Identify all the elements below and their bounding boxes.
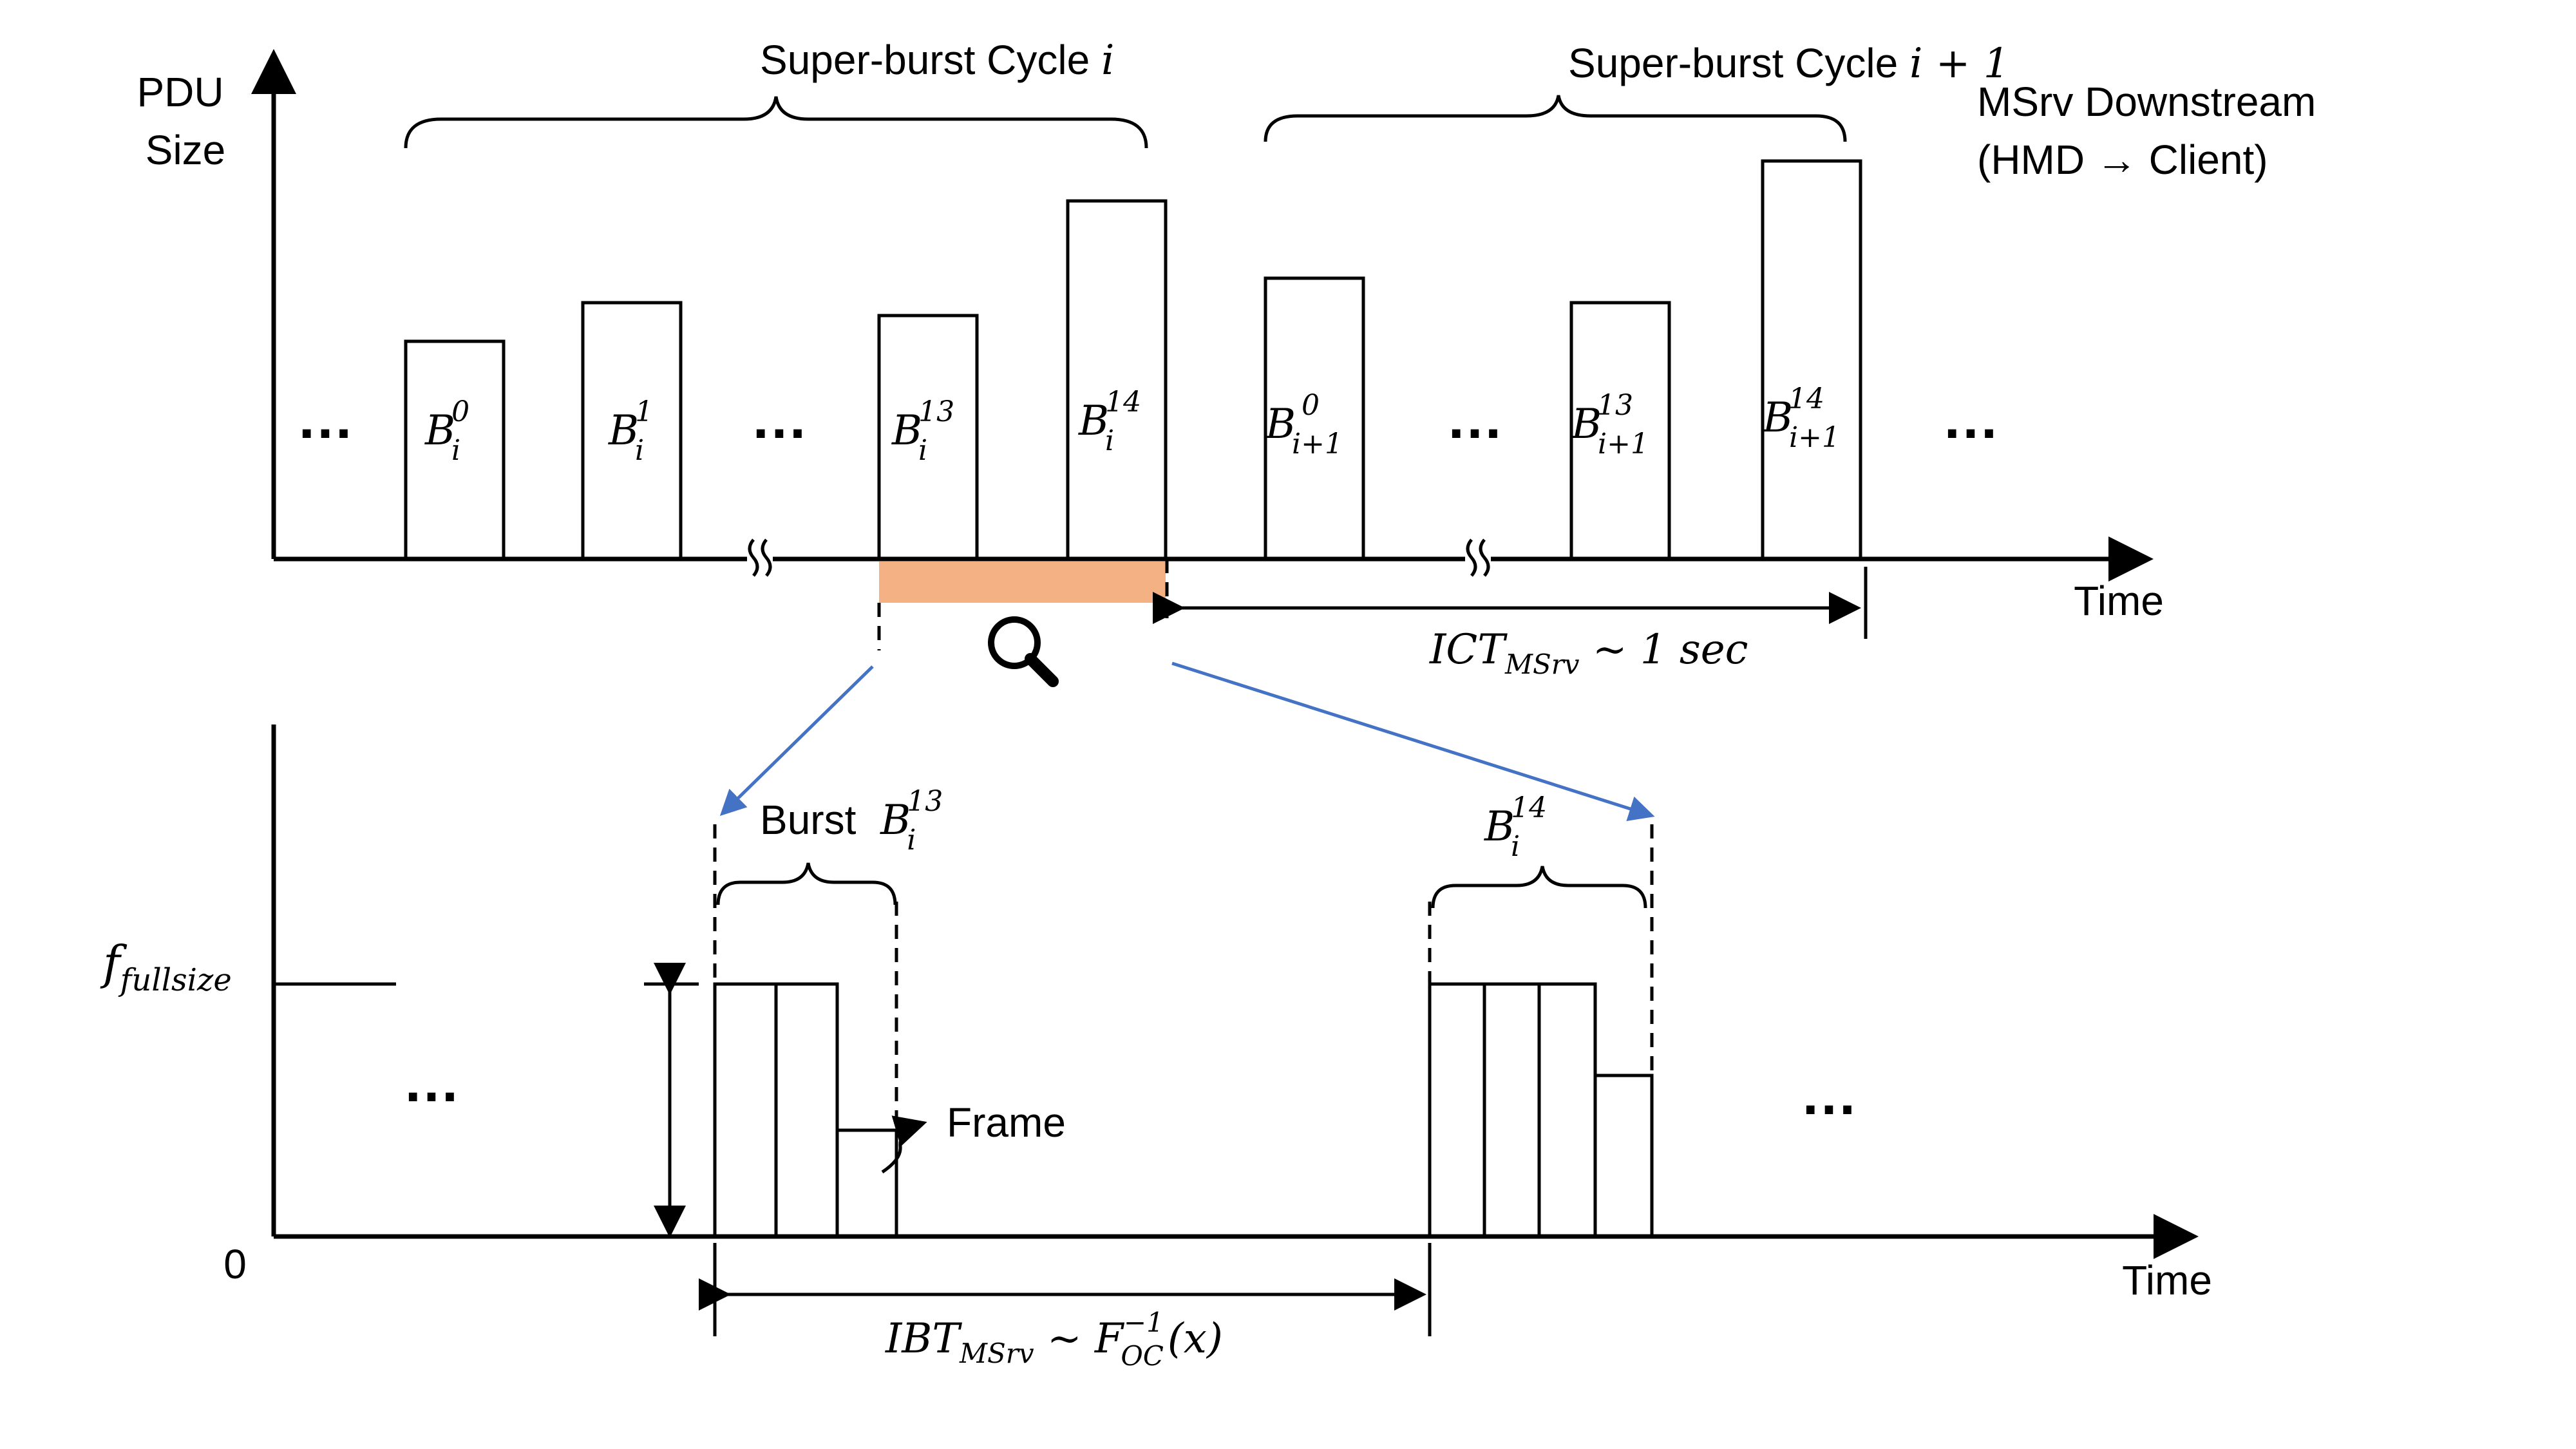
frame [713, 982, 778, 1238]
y-zero-label: 0 [223, 1241, 247, 1287]
burst-left-frames [713, 982, 898, 1238]
brace-cycle-i1 [1264, 95, 1847, 142]
top-ellipsis-1: … [296, 386, 354, 451]
zoom-arrow-right [1171, 661, 1655, 821]
frame [1482, 982, 1541, 1238]
bottom-panel: ffullsize 0 Time … … Burst Bi13 Frame [100, 724, 2212, 1372]
brace-cycle-i [404, 96, 1148, 149]
burst-label-i-13: Bi13 [891, 395, 954, 467]
top-y-axis-label-line1: PDU [137, 69, 223, 115]
burst-bar-i1-14 [1761, 159, 1862, 561]
magnifier-icon [988, 616, 1059, 687]
burst-bar-i-0 [404, 339, 506, 561]
frame-pointer-arrow [881, 1115, 927, 1174]
bottom-ellipsis-1: … [402, 1050, 460, 1114]
burst-bar-i1-13 [1569, 301, 1671, 561]
top-y-axis-label-line2: Size [146, 127, 226, 173]
burst-bar-i-14 [1066, 199, 1168, 561]
top-ellipsis-4: … [1942, 386, 2000, 451]
ibt-label: IBTMSrv ~ FOC−1(x) [885, 1307, 1223, 1372]
zoom-arrow-left [719, 665, 874, 816]
burst-label-i1-13: Bi+113 [1571, 389, 1649, 460]
f-fullsize-label: ffullsize [100, 936, 232, 998]
frame [774, 982, 839, 1238]
burst-label-i1-14: Bi+114 [1762, 383, 1840, 454]
brace-burst-right [1431, 866, 1647, 909]
frame [1428, 982, 1486, 1238]
axis-break-2 [1465, 538, 1491, 577]
burst-label-i-14: Bi14 [1078, 386, 1141, 457]
brace-burst-left [716, 862, 897, 905]
zoom-region [879, 562, 1166, 603]
top-ellipsis-2: … [750, 386, 808, 451]
frame [1593, 1074, 1654, 1238]
axis-break-1 [747, 538, 773, 577]
cycle-i-label: Super-burst Cycle i [760, 37, 1114, 84]
burst-left-label: Burst Bi13 [760, 785, 943, 857]
diagram-title-line2: (HMD → Client) [1977, 137, 2268, 183]
burst-label-i-0: Bi0 [424, 395, 469, 467]
burst-right-frames [1428, 982, 1654, 1238]
burst-label-i-1: Bi1 [608, 395, 653, 467]
bottom-ellipsis-2: … [1800, 1063, 1858, 1127]
top-panel: PDU Size Time MSrv Downstream (HMD → Cli… [137, 37, 2316, 821]
frame [835, 1128, 898, 1238]
diagram-title-line1: MSrv Downstream [1977, 79, 2316, 125]
burst-label-i1-0: Bi+10 [1265, 389, 1343, 460]
cycle-i1-label: Super-burst Cycle i + 1 [1568, 40, 2009, 88]
burst-bar-i-13 [877, 314, 979, 561]
burst-right-label: Bi14 [1484, 791, 1547, 863]
top-ellipsis-3: … [1446, 386, 1504, 451]
burst-bar-i-1 [581, 301, 683, 561]
ict-label: ICTMSrv ~ 1 sec [1429, 626, 1748, 680]
frame [1537, 982, 1597, 1238]
frame-label: Frame [947, 1099, 1066, 1146]
bottom-x-axis-label: Time [2122, 1257, 2212, 1303]
top-x-axis-label: Time [2074, 578, 2164, 624]
burst-bar-i1-0 [1264, 276, 1365, 561]
